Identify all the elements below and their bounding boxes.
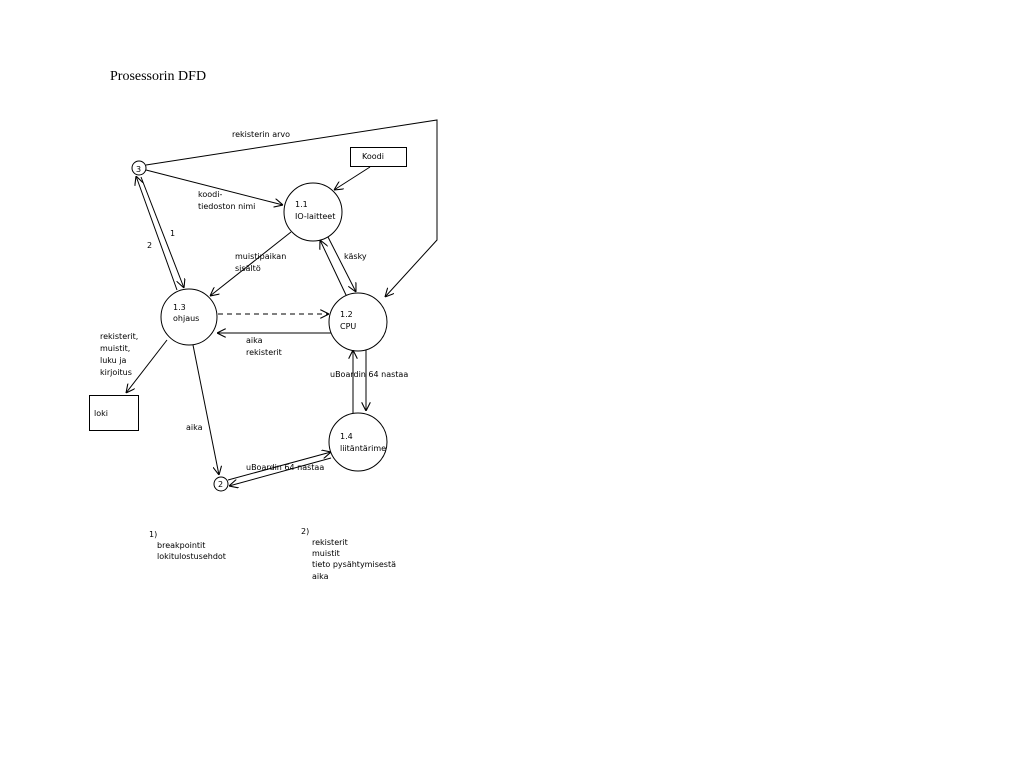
process-id: 1.3 bbox=[173, 303, 186, 312]
flow-label: uBoardin 64 nastaa bbox=[330, 370, 408, 379]
process-label: liitäntärime bbox=[340, 444, 386, 453]
flow-label: aika bbox=[186, 423, 203, 432]
note-item: lokitulostusehdot bbox=[157, 552, 226, 561]
process-1-2[interactable]: 1.2 CPU bbox=[328, 292, 388, 352]
note-item: aika bbox=[312, 572, 329, 581]
flow-label: kirjoitus bbox=[100, 368, 132, 377]
store-label: Koodi bbox=[362, 152, 384, 161]
flow-1 bbox=[140, 176, 184, 288]
flow-label: uBoardin 64 nastaa bbox=[246, 463, 324, 472]
note-1: 1) breakpointit lokitulostusehdot bbox=[149, 530, 226, 561]
flow-label: käsky bbox=[344, 252, 367, 261]
note-title: 2) bbox=[301, 527, 309, 536]
store-koodi[interactable]: Koodi bbox=[350, 147, 407, 167]
process-label: CPU bbox=[340, 322, 356, 331]
flow-label: 2 bbox=[147, 241, 152, 250]
flow-label: muistit, bbox=[100, 344, 130, 353]
flow-uboard-to-1-4 bbox=[227, 452, 331, 481]
flow-label: luku ja bbox=[100, 356, 127, 365]
flow-koodi-tiedoston-nimi bbox=[145, 169, 283, 205]
process-1-3[interactable]: 1.3 ohjaus bbox=[160, 288, 218, 346]
flow-rekisterin-arvo bbox=[145, 119, 438, 297]
note-item: breakpointit bbox=[157, 541, 205, 550]
note-item: rekisterit bbox=[312, 538, 348, 547]
connector-label: 3 bbox=[136, 165, 141, 174]
process-id: 1.1 bbox=[295, 200, 308, 209]
note-2: 2) rekisterit muistit tieto pysähtymises… bbox=[301, 527, 396, 581]
flow-label: tiedoston nimi bbox=[198, 202, 255, 211]
process-label: IO-laitteet bbox=[295, 212, 335, 221]
process-id: 1.4 bbox=[340, 432, 353, 441]
flow-label: rekisterit, bbox=[100, 332, 138, 341]
flow-label: rekisterin arvo bbox=[232, 130, 290, 139]
flow-aika bbox=[192, 344, 219, 475]
flow-label: 1 bbox=[170, 229, 175, 238]
flow-2 bbox=[136, 176, 178, 291]
store-loki[interactable]: loki bbox=[89, 395, 139, 431]
process-1-4[interactable]: 1.4 liitäntärime bbox=[328, 412, 388, 472]
flow-uboard-to-2 bbox=[229, 457, 332, 486]
note-item: muistit bbox=[312, 549, 340, 558]
process-1-1[interactable]: 1.1 IO-laitteet bbox=[283, 182, 343, 242]
diagram-title: Prosessorin DFD bbox=[110, 69, 206, 84]
flow-label: aika bbox=[246, 336, 263, 345]
flow-label: sisältö bbox=[235, 264, 261, 273]
process-label: ohjaus bbox=[173, 314, 199, 323]
flow-kasky-return bbox=[320, 240, 347, 296]
connector-3[interactable]: 3 bbox=[131, 160, 147, 176]
process-id: 1.2 bbox=[340, 310, 353, 319]
flow-koodi bbox=[334, 166, 371, 190]
flow-label: muistipaikan bbox=[235, 252, 286, 261]
flow-kasky bbox=[327, 236, 356, 292]
store-label: loki bbox=[94, 409, 108, 418]
flow-label: rekisterit bbox=[246, 348, 282, 357]
note-item: tieto pysähtymisestä bbox=[312, 560, 396, 569]
flow-muistipaikan-sisalto bbox=[210, 231, 292, 296]
flow-to-loki bbox=[126, 339, 168, 393]
connector-2[interactable]: 2 bbox=[213, 476, 229, 492]
flow-label: koodi- bbox=[198, 190, 222, 199]
connector-label: 2 bbox=[218, 480, 223, 489]
note-title: 1) bbox=[149, 530, 157, 539]
